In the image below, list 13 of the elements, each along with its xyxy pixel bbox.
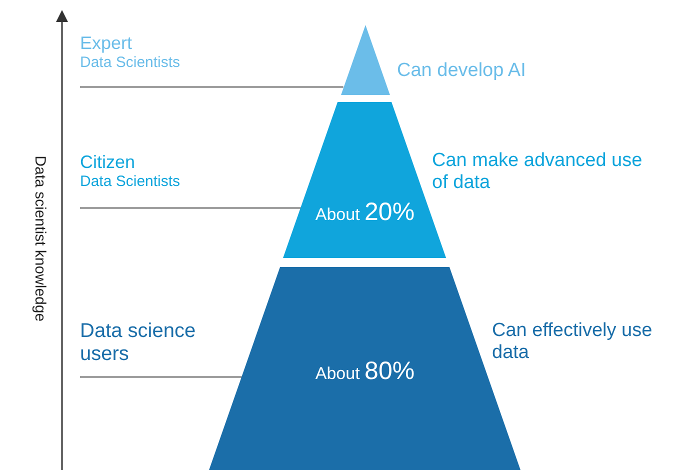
role-title: Data science users: [80, 320, 197, 366]
capability-text: Can make advanced use of data: [432, 150, 644, 194]
capability-text: Can effectively use data: [492, 320, 654, 364]
leader-line: [80, 86, 344, 88]
role-title: Citizen: [80, 152, 136, 173]
share-label: About 20%: [314, 198, 416, 227]
role-subtitle: Data Scientists: [80, 54, 182, 71]
leader-line: [80, 376, 242, 378]
share-label: About 80%: [314, 357, 416, 386]
role-title: Expert: [80, 33, 134, 54]
role-subtitle: Data Scientists: [80, 172, 182, 190]
capability-text: Can develop AI: [397, 60, 527, 82]
axis-label: Data scientist knowledge: [31, 154, 49, 324]
